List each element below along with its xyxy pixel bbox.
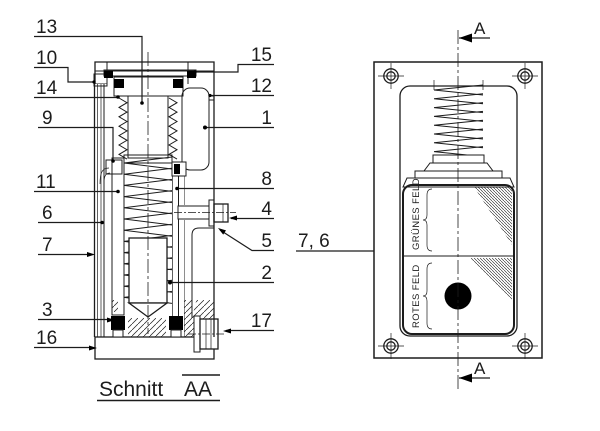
callout-12: 12: [208, 76, 274, 98]
callout-15: 15: [193, 45, 274, 74]
callout-7: 7: [38, 235, 95, 257]
corner-hole: [378, 333, 404, 359]
callout-8-label: 8: [261, 169, 272, 190]
callout-14: 14: [34, 78, 120, 99]
callout-13: 13: [34, 17, 144, 105]
corner-hole: [378, 63, 404, 89]
housing-outline: [94, 61, 215, 337]
callout-3: 3: [38, 300, 115, 323]
callout-11-label: 11: [36, 172, 56, 193]
corner-hole: [512, 333, 538, 359]
small-spring-right: [168, 97, 178, 160]
callout-15-label: 15: [251, 45, 272, 66]
callout-1-label: 1: [261, 108, 272, 129]
corner-hole: [512, 63, 538, 89]
callout-8: 8: [175, 169, 274, 191]
section-view: [93, 52, 236, 360]
callout-16: 16: [34, 328, 97, 351]
callout-11: 11: [34, 172, 120, 194]
front-view: GRÜNES FELD ROTES FELD A A: [373, 19, 543, 392]
callout-13-label: 13: [36, 17, 57, 38]
seal-rings-top: [104, 71, 196, 88]
section-arrow-bottom: A: [459, 359, 490, 383]
callout-9: 9: [38, 108, 115, 163]
glass-reflection-upper: [474, 187, 512, 245]
section-arrow-top-label: A: [474, 19, 486, 38]
callout-7-6-label: 7, 6: [298, 231, 330, 252]
callout-5-label: 5: [261, 231, 272, 252]
callout-7-label: 7: [42, 235, 53, 256]
guide-sleeve-right: [171, 161, 187, 330]
callout-2: 2: [168, 263, 274, 285]
callout-14-label: 14: [36, 78, 58, 99]
hex-plug: [188, 315, 226, 353]
callout-4-label: 4: [261, 199, 272, 220]
callout-2-label: 2: [261, 263, 272, 284]
green-field-label: GRÜNES FELD: [411, 178, 422, 250]
callout-16-label: 16: [36, 328, 57, 349]
callout-10-label: 10: [36, 48, 57, 69]
window-opening: [399, 85, 518, 337]
callout-6: 6: [38, 203, 104, 225]
lower-cavity: [191, 227, 214, 318]
callout-17-label: 17: [251, 311, 272, 332]
red-field-label: ROTES FELD: [411, 264, 422, 328]
callout-10: 10: [34, 48, 96, 84]
callout-17: 17: [223, 311, 274, 334]
callout-5: 5: [218, 228, 274, 252]
section-title-ref: AA: [184, 378, 212, 401]
red-field-brace: [422, 262, 433, 330]
callout-3-label: 3: [42, 300, 53, 321]
bottom-seals: [111, 316, 183, 338]
callout-9-label: 9: [42, 108, 53, 129]
guide-sleeve-left: [111, 157, 125, 316]
section-arrow-bottom-label: A: [474, 359, 486, 378]
adjusting-bolt: [174, 199, 236, 227]
callout-6-label: 6: [42, 203, 53, 224]
indicator-body: [402, 184, 515, 335]
section-title-word: Schnitt: [99, 378, 163, 401]
sight-window-cutout: [181, 87, 210, 171]
indicator-tube: [93, 73, 123, 337]
green-field-brace: [422, 188, 433, 252]
callout-1: 1: [203, 108, 274, 130]
section-title: Schnitt AA: [97, 374, 220, 402]
callout-12-label: 12: [251, 76, 272, 97]
callouts: 13 10 14 9 11 6 7 3: [34, 17, 415, 351]
corner-holes: [378, 63, 538, 359]
glass-reflection-lower: [470, 258, 512, 300]
callout-4: 4: [229, 199, 274, 221]
small-spring-left: [118, 97, 128, 160]
section-arrow-top: A: [459, 19, 490, 43]
